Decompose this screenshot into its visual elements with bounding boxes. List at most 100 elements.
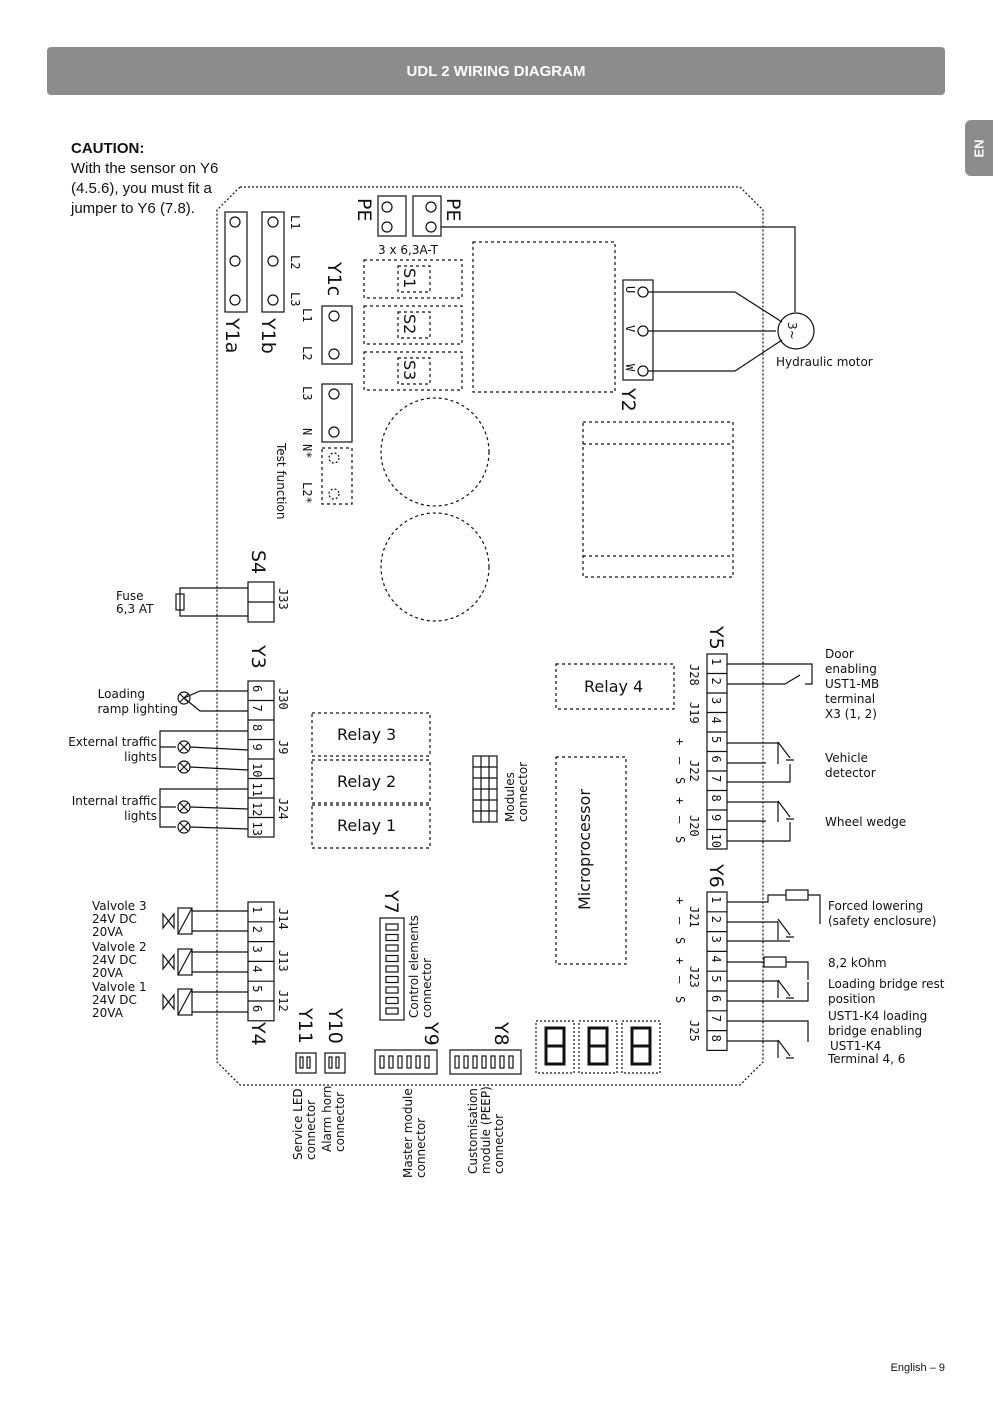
y11-label: Y11	[294, 1007, 316, 1044]
y1c-pin-l3: L3	[300, 386, 314, 400]
fuse-s2-label: S2	[400, 314, 419, 334]
motor-symbol-label: 3~	[785, 322, 799, 340]
y5-pin-5: 5	[709, 736, 723, 743]
valve-icon-1	[162, 912, 175, 930]
y5-sign-3: +	[673, 797, 687, 804]
fuses-rating-label: 3 x 6,3A-T	[378, 243, 439, 257]
y6-sign-3: +	[673, 957, 687, 964]
terminal-y1a	[224, 211, 248, 313]
y9-label: Y9	[420, 1021, 442, 1046]
y4-label: Y4	[247, 1021, 269, 1046]
y5-pin-7: 7	[709, 775, 723, 782]
y5-pin-2: 2	[709, 678, 723, 685]
y6-signs: +–S+–S	[673, 897, 687, 1003]
y4-j13: J13	[276, 950, 290, 972]
y2-pin-u: U	[623, 286, 637, 293]
relay-1-label: Relay 1	[337, 816, 396, 835]
valve-coil-icon-3	[177, 988, 193, 1016]
y1c-pin-l1: L1	[300, 308, 314, 322]
y1b-pin-l3: L3	[288, 292, 302, 306]
y6-sign-2: S	[673, 937, 687, 944]
y6-pin-4: 4	[709, 955, 723, 962]
y4-pin-4: 4	[250, 965, 264, 972]
lamp-icons	[177, 691, 191, 834]
y6-pin-5: 5	[709, 975, 723, 982]
y4-pin-5: 5	[250, 985, 264, 992]
y5-j19: J19	[687, 702, 701, 724]
page-title: UDL 2 WIRING DIAGRAM	[406, 62, 586, 80]
y6-sign-0: +	[673, 897, 687, 904]
lamp-icon-1	[177, 740, 191, 754]
y1b-pin-l1: L1	[288, 215, 302, 229]
pe-right-label: PE	[442, 198, 464, 221]
y4-pin-6: 6	[250, 1005, 264, 1012]
y5-signs: +–S+–S	[673, 738, 687, 843]
connector-y8	[449, 1049, 522, 1075]
capacitor-1	[380, 397, 490, 507]
y5-pin-8: 8	[709, 795, 723, 802]
test-function-label: Test function	[274, 442, 288, 519]
y4-pin-1: 1	[250, 906, 264, 913]
y6-pin-6: 6	[709, 995, 723, 1002]
connector-y11	[295, 1052, 317, 1074]
s4-j33: J33	[276, 588, 290, 610]
y5-j20: J20	[687, 815, 701, 837]
y2-pin-w: W	[623, 364, 637, 372]
s4-fuse-wire	[179, 587, 248, 617]
y1c-label: Y1c	[323, 261, 345, 296]
y6-pin-8: 8	[709, 1035, 723, 1042]
hydraulic-motor-label: Hydraulic motor	[776, 355, 873, 369]
terminal-s4	[247, 581, 275, 623]
modules-connector	[472, 755, 498, 823]
lamp-icon-2	[177, 760, 191, 774]
connector-y10	[324, 1052, 346, 1074]
y5-pin-4: 4	[709, 717, 723, 724]
caution-note: CAUTION: With the sensor on Y6 (4.5.6), …	[71, 139, 241, 219]
transformer-box	[472, 241, 616, 393]
connector-y7	[379, 917, 405, 1021]
y3-label: Y3	[247, 644, 269, 669]
caution-title: CAUTION:	[71, 140, 145, 157]
fuse-icon	[175, 593, 185, 611]
language-tab[interactable]: EN	[965, 120, 993, 176]
y1b-label: Y1b	[257, 317, 279, 354]
y1a-label: Y1a	[221, 317, 243, 353]
pe-terminal-left	[377, 195, 407, 237]
y6-j23: J23	[687, 966, 701, 988]
test-pin-l2: L2*	[300, 482, 314, 504]
y5-sign-1: –	[673, 757, 687, 765]
valve-icon-2	[162, 953, 175, 971]
test-pin-n: N*	[300, 444, 314, 458]
y5-pin-9: 9	[709, 814, 723, 821]
y7-label: Y7	[380, 889, 402, 914]
y6-pin-1: 1	[709, 896, 723, 903]
modules-connector-label: Modulesconnector	[503, 762, 530, 822]
y6-j25: J25	[687, 1020, 701, 1042]
y10-label: Y10	[324, 1007, 346, 1044]
y6-resistor-8k2	[763, 956, 787, 968]
y6-sign-4: –	[673, 976, 687, 984]
y4-pin-3: 3	[250, 946, 264, 953]
y5-sign-0: +	[673, 738, 687, 745]
relay-4-label: Relay 4	[584, 677, 643, 696]
board-outline	[216, 186, 764, 1086]
fuse-s3-label: S3	[400, 360, 419, 380]
y6-label: Y6	[705, 863, 727, 888]
pe-terminal-right	[412, 195, 442, 237]
service-led-label: Service LEDconnector	[291, 1088, 318, 1160]
wheel-wedge-label: Wheel wedge	[825, 815, 906, 829]
y5-sign-4: –	[673, 816, 687, 824]
master-module-label: Master moduleconnector	[401, 1088, 428, 1178]
